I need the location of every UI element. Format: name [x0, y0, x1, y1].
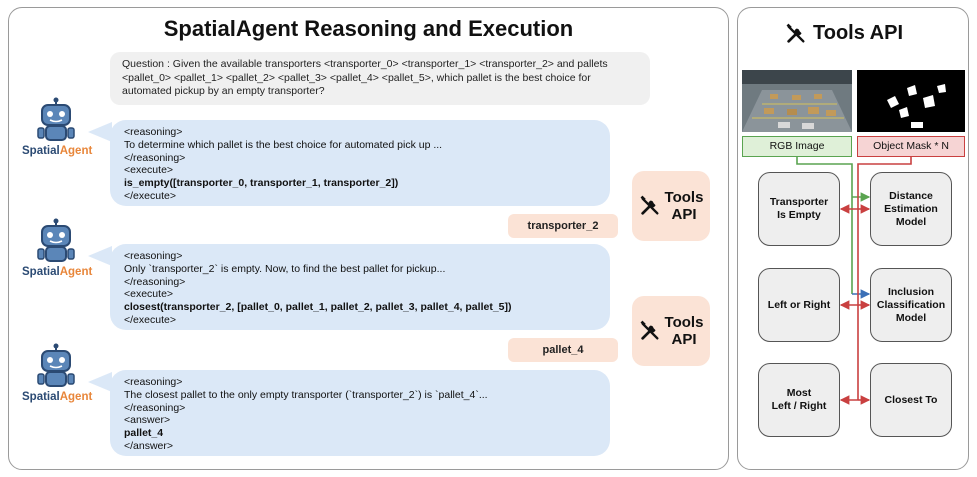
- tools-icon: [640, 320, 659, 340]
- bubble-text-line: Only `transporter_2` is empty. Now, to f…: [124, 262, 446, 275]
- rgb-image: [742, 70, 852, 132]
- robot-icon: [37, 97, 75, 141]
- bubble-text-line: <answer>: [124, 414, 171, 427]
- question-box: Question : Given the available transport…: [110, 52, 650, 105]
- bubble-text-line: <reasoning>: [124, 250, 183, 262]
- bubble-text-line: <execute>: [124, 164, 174, 177]
- bubble-text-line: The closest pallet to the only empty tra…: [124, 388, 488, 401]
- reasoning-panel-title: SpatialAgent Reasoning and Execution: [163, 16, 574, 41]
- result-pill: transporter_2: [508, 214, 618, 238]
- bubble-code-line: pallet_4: [124, 427, 164, 440]
- tools-panel-title: Tools API: [785, 22, 903, 45]
- bubble-text-line: </execute>: [124, 313, 176, 326]
- bubble-tail: [88, 246, 112, 266]
- result-pill: pallet_4: [508, 338, 618, 362]
- bubble-code-line: is_empty([transporter_0, transporter_1, …: [124, 177, 399, 190]
- robot-icon: [37, 218, 75, 262]
- bubble-text-line: </reasoning>: [124, 401, 186, 414]
- tools-panel-title-text: Tools API: [813, 22, 903, 44]
- bubble-code-line: closest(transporter_2, [pallet_0, pallet…: [124, 301, 512, 314]
- closest-to-box: Closest To: [870, 363, 952, 437]
- left-or-right-box: Left or Right: [758, 268, 840, 342]
- tools-api-label-1: Tools: [664, 189, 704, 206]
- bubble-text-line: To determine which pallet is the best ch…: [124, 138, 443, 151]
- tools-api-label-2: API: [671, 206, 697, 223]
- tools-icon: [786, 23, 805, 43]
- agent-label: SpatialAgent: [22, 391, 93, 403]
- bubble-text-line: </execute>: [124, 189, 176, 202]
- tools-api-label-2: API: [671, 331, 697, 348]
- bubble-text-line: <reasoning>: [124, 126, 183, 138]
- tools-icon: [640, 195, 659, 215]
- bubble-text-line: </answer>: [124, 439, 174, 452]
- reasoning-bubble: <reasoning>Only `transporter_2` is empty…: [110, 244, 610, 330]
- reasoning-bubble: <reasoning>The closest pallet to the onl…: [110, 370, 610, 456]
- tools-api-label-1: Tools: [664, 314, 704, 331]
- object-mask-label: Object Mask * N: [857, 136, 965, 157]
- rgb-image-label: RGB Image: [742, 136, 852, 157]
- object-mask-image: [857, 70, 965, 132]
- reasoning-bubble: <reasoning>To determine which pallet is …: [110, 120, 610, 206]
- bubble-text-line: <reasoning>: [124, 376, 183, 388]
- bubble-tail: [88, 122, 112, 142]
- bubble-text-line: <execute>: [124, 288, 174, 301]
- robot-icon: [37, 343, 75, 387]
- agent-label: SpatialAgent: [22, 266, 93, 278]
- bubble-text-line: </reasoning>: [124, 151, 186, 164]
- bubble-tail: [88, 372, 112, 392]
- bubble-text-line: </reasoning>: [124, 275, 186, 288]
- agent-label: SpatialAgent: [22, 145, 93, 157]
